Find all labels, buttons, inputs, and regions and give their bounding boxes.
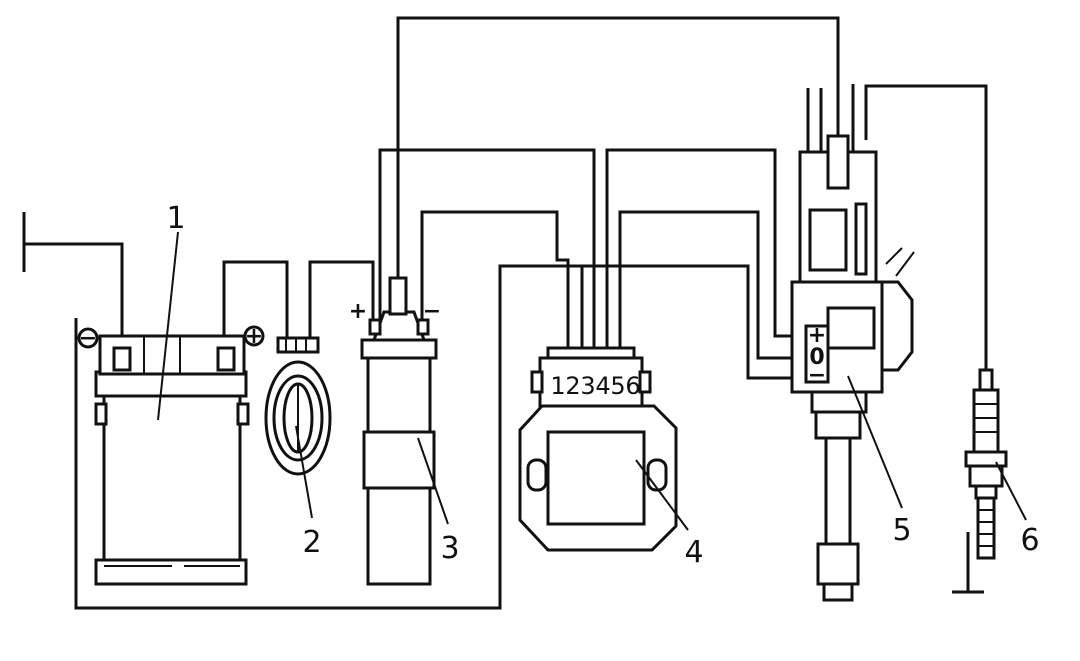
distributor-connector (804, 324, 830, 384)
distributor-center-tower (826, 134, 850, 190)
leader-5 (847, 375, 903, 509)
wiring (22, 16, 988, 610)
module-pin-3: 3 (580, 372, 595, 400)
coil-negative-symbol: − (423, 299, 441, 324)
module-pin-5: 5 (610, 372, 625, 400)
spark-plug-thread (976, 496, 996, 560)
battery-negative-marker (77, 327, 99, 349)
coil-positive-symbol: + (349, 299, 367, 324)
label-2: 2 (302, 525, 321, 560)
wire-switch-coil-positive (308, 260, 375, 340)
spark-plug-hex (964, 450, 1008, 468)
battery-positive-marker (243, 325, 265, 347)
coil-band (362, 430, 436, 490)
leader-6 (995, 461, 1027, 521)
leader-3 (417, 437, 449, 525)
battery: − + 1 (77, 201, 265, 586)
spark-plug-insulator (972, 388, 1000, 454)
ignition-coil: + − 3 (349, 276, 460, 586)
wire-module-distributor-plus (605, 148, 808, 348)
wire-module-bus (580, 264, 748, 348)
wire-coil-negative-module (420, 210, 570, 348)
distributor-vacuum-unit (880, 280, 914, 372)
wire-module-distributor-zero (618, 210, 808, 360)
battery-positive-symbol: + (245, 324, 263, 349)
battery-negative-symbol: − (79, 326, 97, 351)
label-5: 5 (892, 513, 911, 548)
label-3: 3 (440, 531, 459, 566)
ignition-module: 1 2 3 4 5 6 4 (518, 346, 704, 570)
leader-1 (157, 231, 179, 421)
module-pin-4: 4 (595, 372, 610, 400)
module-face (546, 430, 646, 526)
spark-plug-ground (952, 532, 984, 594)
module-pin-labels: 1 2 3 4 5 6 (550, 372, 640, 400)
spark-plug: 6 (952, 368, 1040, 594)
distributor: + 0 − 5 (790, 134, 915, 602)
distributor-minus-symbol: − (808, 363, 826, 388)
wire-battery-positive-switch (222, 260, 289, 352)
leader-4 (635, 459, 689, 531)
module-pin-1: 1 (550, 372, 565, 400)
wire-spark-plug (864, 84, 988, 372)
label-1: 1 (166, 201, 185, 236)
wire-high-tension (396, 16, 840, 278)
ignition-switch: 2 (264, 336, 332, 560)
wire-bottom-return (74, 264, 800, 610)
label-4: 4 (684, 535, 703, 570)
label-6: 6 (1020, 523, 1039, 558)
leader-2 (295, 425, 313, 519)
wire-ground-battery-negative (22, 212, 124, 352)
battery-top-rim (94, 370, 248, 398)
module-pin-6: 6 (625, 372, 640, 400)
coil-tower (388, 276, 408, 316)
distributor-zero-symbol: 0 (809, 345, 824, 370)
distributor-plus-symbol: + (808, 323, 826, 348)
wire-cap-leads (806, 84, 855, 152)
wire-coil-positive-module (378, 148, 596, 348)
battery-negative-post (112, 346, 132, 372)
module-pin-2: 2 (565, 372, 580, 400)
battery-base (94, 558, 248, 586)
distributor-shaft (824, 436, 852, 546)
battery-positive-post (216, 346, 236, 372)
